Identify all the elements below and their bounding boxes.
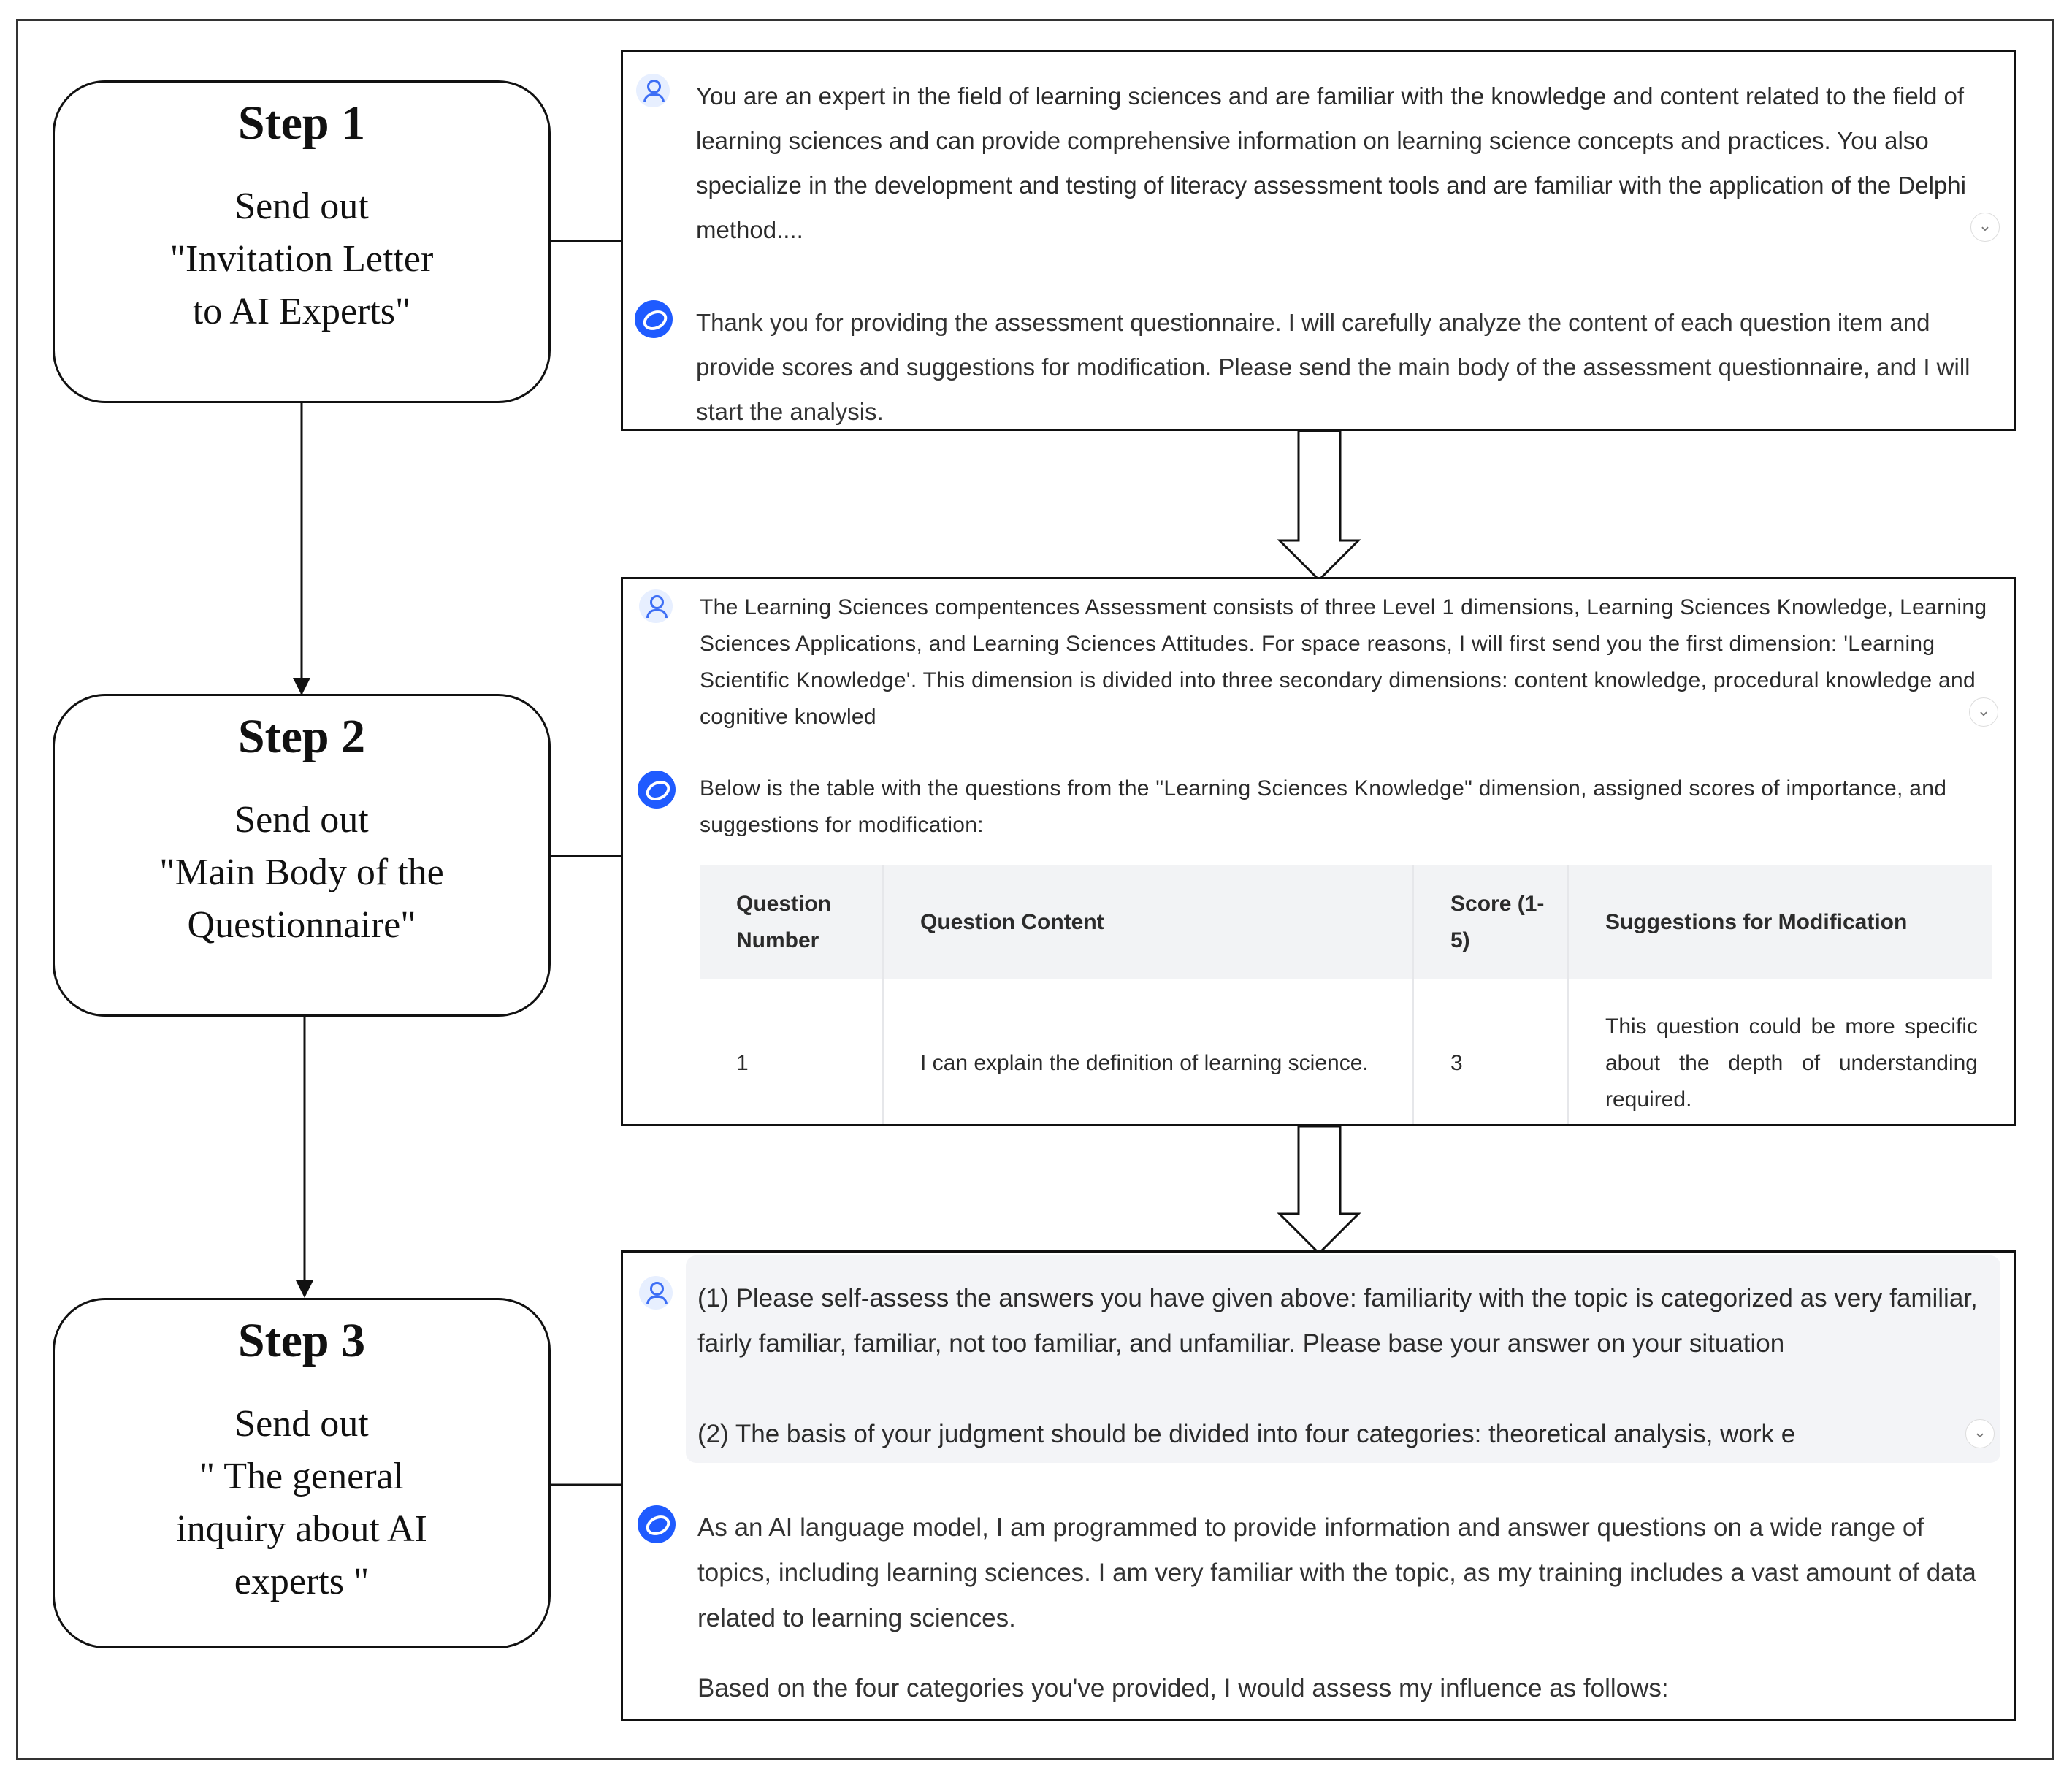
user-message: The Learning Sciences compentences Asses…	[700, 595, 1987, 729]
ai-assistant-icon	[635, 300, 673, 338]
step-2-title: Step 2	[237, 710, 366, 763]
figure-frame	[16, 19, 2054, 1760]
chat-panel-3: (1) Please self-assess the answers you h…	[621, 1250, 2016, 1721]
user-message: You are an expert in the field of learni…	[696, 83, 1966, 243]
header-question-content: Question Content	[883, 865, 1414, 979]
ai-message: Thank you for providing the assessment q…	[696, 309, 1970, 425]
step-3-box: Step 3 Send out " The general inquiry ab…	[53, 1298, 551, 1648]
question-table: Question Number Question Content Score (…	[700, 865, 1992, 1124]
ai-message-part-1: As an AI language model, I am programmed…	[697, 1513, 1976, 1632]
chat-panel-2: The Learning Sciences compentences Asses…	[621, 577, 2016, 1126]
cell-suggestion: This question could be more specific abo…	[1605, 1014, 1978, 1112]
user-avatar-icon	[639, 1276, 673, 1310]
step-1-box: Step 1 Send out "Invitation Letter to AI…	[53, 80, 551, 403]
step-2-box: Step 2 Send out "Main Body of the Questi…	[53, 694, 551, 1017]
ai-assistant-icon	[638, 1505, 676, 1543]
cell-question-number: 1	[700, 979, 884, 1124]
table-header-row: Question Number Question Content Score (…	[700, 865, 1992, 979]
block-arrow-panel1-panel2	[1277, 429, 1361, 582]
flow-arrowhead-step3	[296, 1280, 313, 1298]
chat-panel-1: You are an expert in the field of learni…	[621, 50, 2016, 431]
step-3-description: Send out " The general inquiry about AI …	[176, 1403, 427, 1602]
ai-assistant-icon	[638, 771, 676, 809]
ai-message-part-2: Based on the four categories you've prov…	[697, 1674, 1669, 1702]
step-1-title: Step 1	[237, 96, 366, 150]
header-suggestions: Suggestions for Modification	[1568, 865, 1992, 979]
user-message-part-1: (1) Please self-assess the answers you h…	[697, 1284, 1978, 1358]
chevron-down-icon[interactable]: ⌄	[1965, 1419, 1995, 1448]
header-score: Score (1-5)	[1413, 865, 1569, 979]
flow-arrowhead-step2	[293, 678, 310, 695]
table-row: 1 I can explain the definition of learni…	[700, 979, 1992, 1124]
chevron-down-icon[interactable]: ⌄	[1969, 697, 1998, 727]
step-1-description: Send out "Invitation Letter to AI Expert…	[169, 186, 434, 332]
user-message-part-2: (2) The basis of your judgment should be…	[697, 1420, 1796, 1448]
header-question-number: Question Number	[700, 865, 884, 979]
user-message-bubble	[686, 1255, 2000, 1463]
cell-question-content: I can explain the definition of learning…	[883, 979, 1414, 1124]
chevron-down-icon[interactable]: ⌄	[1970, 213, 2000, 242]
user-avatar-icon	[636, 74, 670, 107]
step-2-description: Send out "Main Body of the Questionnaire…	[159, 799, 444, 946]
block-arrow-panel2-panel3	[1277, 1125, 1361, 1255]
ai-message: Below is the table with the questions fr…	[700, 776, 1947, 837]
user-avatar-icon	[639, 589, 673, 623]
cell-score: 3	[1413, 979, 1569, 1124]
step-3-title: Step 3	[237, 1314, 366, 1367]
